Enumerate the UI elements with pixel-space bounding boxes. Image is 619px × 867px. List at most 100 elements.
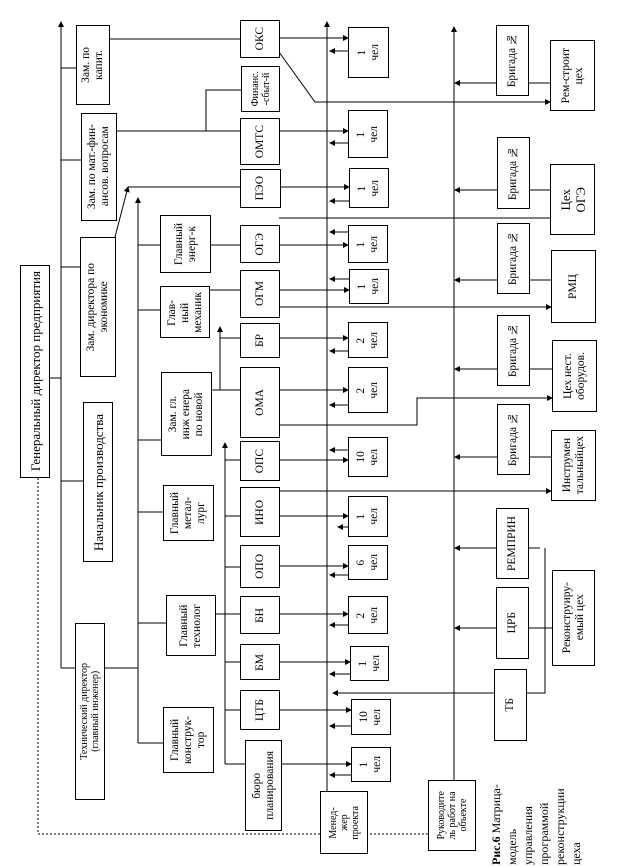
staff-box: 1 чел — [348, 27, 389, 78]
brigade-box: Бригада № — [496, 25, 529, 96]
technical-director-box: Технический директор (главный инженер) — [75, 623, 105, 800]
label: Бригада № — [506, 33, 518, 88]
label: Инструмен тальныйцех — [560, 436, 586, 495]
staff-box: 10 чел — [348, 437, 388, 477]
label: 1 чел — [356, 278, 381, 295]
label: Рем-строит цех — [559, 47, 585, 104]
crb-box: ЦРБ — [496, 587, 529, 659]
production-head-box: Начальник производства — [83, 402, 113, 562]
label: 1 чел — [355, 125, 380, 143]
label: Главный технолог — [178, 603, 203, 648]
staff-box: 2 чел — [348, 322, 388, 358]
label: Зам. гл. инж енера по новой — [167, 388, 205, 440]
staff-box: 2 чел — [348, 367, 388, 413]
label: 1 чел — [355, 235, 380, 253]
label: 2 чел — [355, 381, 380, 399]
dept-bn: БН — [240, 596, 280, 634]
label: ПЭО — [254, 176, 266, 201]
project-manager-box: Менед- жер проекта — [320, 791, 368, 854]
label: БН — [253, 607, 266, 623]
dept-oge: ОГЭ — [240, 225, 280, 263]
reconstructed-shop-box: Реконструиру- емый цех — [552, 570, 595, 666]
label: ЦТБ — [253, 699, 266, 721]
label: Руководите ль работ на объекте — [435, 791, 469, 840]
dept-br: БР — [240, 323, 280, 358]
site-manager-box: Руководите ль работ на объекте — [428, 780, 476, 851]
label: бюро планирования — [250, 751, 276, 820]
label: Зам. директора по экономике — [85, 262, 110, 352]
dept-oks: ОКС — [240, 20, 280, 58]
brigade-box: Бригада № — [497, 404, 530, 475]
label: ОКС — [253, 27, 266, 51]
deputy-capital-box: Зам. по капит. — [76, 25, 110, 105]
label: Реконструиру- емый цех — [560, 582, 586, 654]
label: Технический директор (главный инженер) — [79, 663, 101, 760]
general-director-label: Генеральный директор предприятия — [27, 271, 43, 472]
dept-omts: ОМТС — [240, 118, 280, 165]
staff-box: 1 чел — [348, 496, 388, 537]
brigade-box: Бригада № — [497, 223, 530, 294]
dept-ogm: ОГМ — [240, 270, 280, 318]
label: Цех ОГЭ — [557, 186, 588, 213]
label: 1 чел — [356, 655, 382, 672]
label: ОГЭ — [253, 232, 266, 256]
label: ОМА — [253, 389, 266, 416]
chief-mechanic-box: Глав- ный механик — [160, 286, 210, 338]
rmc-box: РМЦ — [551, 250, 596, 323]
dept-ino: ИНО — [240, 487, 280, 537]
general-director-box: Генеральный директор предприятия — [20, 265, 50, 478]
label: Главный конструк- тор — [169, 716, 207, 764]
chief-power-engineer-box: Главный энерг-к — [160, 215, 211, 273]
label: РЕМПРИН — [506, 516, 518, 571]
label: Бригада № — [507, 145, 519, 201]
label: Зам. по капит. — [80, 47, 105, 83]
chief-metallurgist-box: Главный метал- лург — [163, 485, 214, 541]
label: ИНО — [253, 499, 266, 525]
dept-peo: ПЭО — [240, 169, 281, 208]
label: 1 чел — [355, 44, 381, 61]
label: 10 чел — [358, 708, 383, 726]
planning-bureau-box: бюро планирования — [245, 740, 282, 831]
tb-box: ТБ — [494, 669, 527, 741]
staff-box: 6 чел — [348, 545, 388, 580]
deputy-matfin-box: Зам. по мат.-фин- ансов. вопросам — [81, 113, 117, 221]
staff-box: 1 чел — [349, 269, 389, 304]
label: Менед- жер проекта — [327, 805, 361, 840]
figure-caption: Рис.6 Матрица- модель управления програм… — [488, 755, 603, 865]
dept-opo: ОПО — [240, 545, 280, 588]
brigade-box: Бригада № — [497, 315, 530, 386]
label: ЦРБ — [506, 612, 518, 634]
staff-box: 1 чел — [348, 225, 388, 263]
label: Бригада № — [507, 412, 519, 467]
label: Зам. по мат.-фин- ансов. вопросам — [86, 124, 111, 210]
staff-box: 1 чел — [349, 168, 389, 208]
label: ОГМ — [253, 281, 266, 307]
label: 6 чел — [355, 554, 380, 571]
brigade-box: Бригада № — [497, 137, 530, 209]
nonstandard-equipment-shop-box: Цех нест. оборудов. — [552, 340, 597, 412]
label: Главный энерг-к — [172, 222, 198, 266]
label: ТБ — [504, 698, 516, 712]
oge-shop-box: Цех ОГЭ — [550, 164, 595, 235]
dept-ctb: ЦТБ — [240, 690, 280, 730]
staff-box: 10 чел — [351, 699, 391, 735]
label: БМ — [253, 653, 266, 671]
staff-box: 1 чел — [348, 110, 388, 158]
label: Глав- ный механик — [165, 291, 204, 333]
label: Главный метал- лург — [169, 491, 207, 535]
dept-bm: БМ — [240, 644, 280, 680]
label: ОПС — [253, 448, 266, 474]
repair-construction-shop-box: Рем-строит цех — [550, 40, 595, 111]
label: Финанс. -сбыт-й — [249, 71, 272, 107]
staff-box: 1 чел — [351, 747, 391, 782]
label: 1 чел — [355, 508, 380, 525]
label: 2 чел — [355, 331, 380, 349]
label: Бригада № — [507, 323, 519, 378]
caption-label: Рис.6 — [489, 836, 503, 865]
label: 1 чел — [358, 756, 383, 773]
remprin-box: РЕМПРИН — [496, 508, 529, 579]
label: РМЦ — [567, 274, 579, 299]
dept-oma: ОМА — [240, 367, 280, 438]
tool-shop-box: Инструмен тальныйцех — [551, 430, 596, 501]
